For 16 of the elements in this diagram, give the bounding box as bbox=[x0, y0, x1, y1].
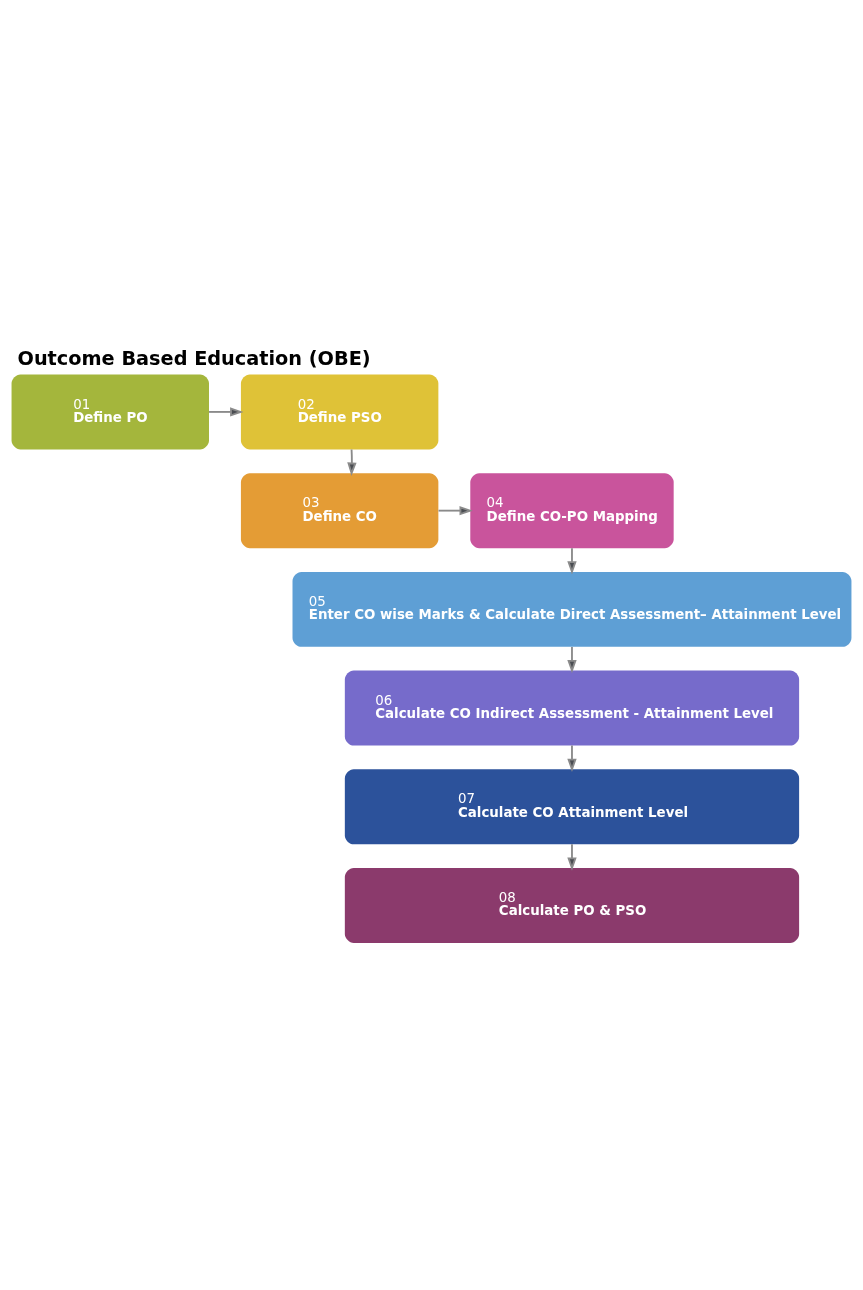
arrow bbox=[567, 843, 577, 871]
node-box: 02 Define PSO bbox=[240, 374, 439, 450]
arrow bbox=[208, 407, 244, 417]
node-box: 03 Define CO bbox=[240, 473, 439, 549]
arrow bbox=[567, 645, 577, 674]
node-box: 05 Enter CO wise Marks & Calculate Direct Assessment– Attainment Level bbox=[292, 571, 852, 647]
arrow bbox=[437, 505, 473, 516]
arrow bbox=[567, 547, 577, 575]
node-box: 07 Calculate CO Attainment Level bbox=[344, 769, 800, 845]
node-box: 01 Define PO bbox=[11, 374, 209, 450]
node-box: 04 Define CO-PO Mapping bbox=[470, 473, 674, 549]
arrow bbox=[347, 448, 357, 476]
node-box: 06 Calculate CO Indirect Assessment - Attainment Level bbox=[344, 670, 800, 746]
arrow bbox=[567, 744, 577, 773]
node-box: 08 Calculate PO & PSO bbox=[344, 868, 800, 944]
diagram-title: Outcome Based Education (OBE) bbox=[17, 346, 371, 370]
